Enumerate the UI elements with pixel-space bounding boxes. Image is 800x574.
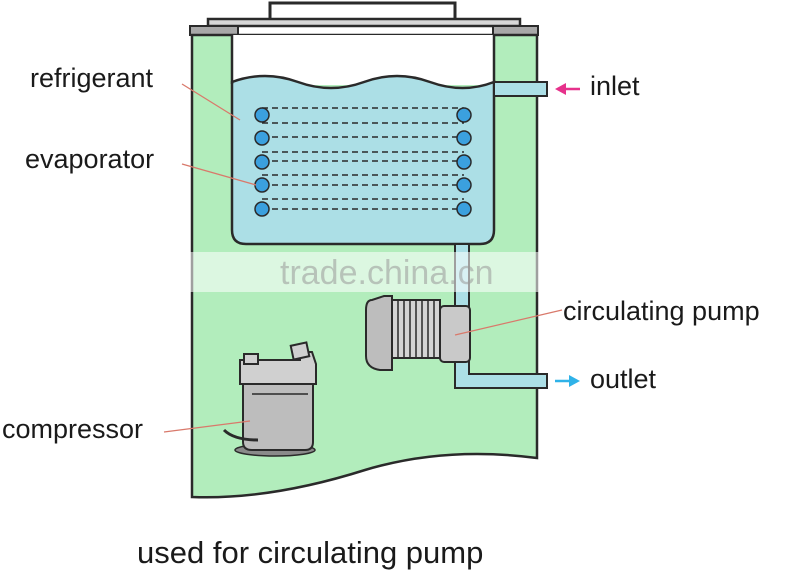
label-refrigerant: refrigerant [30, 63, 154, 93]
lid-rim-right [492, 25, 539, 36]
diagram-caption: used for circulating pump [137, 535, 483, 570]
label-outlet: outlet [590, 364, 657, 394]
watermark-band [180, 252, 540, 292]
inlet-pipe [493, 81, 548, 97]
lid-rim-left [189, 25, 239, 36]
evaporator-coil [254, 107, 472, 217]
label-inlet: inlet [590, 71, 640, 101]
watermark: trade.china.cn [280, 254, 494, 292]
circulating-pump-icon [365, 295, 471, 371]
lid-bar [206, 17, 522, 28]
label-evaporator: evaporator [25, 144, 154, 174]
compressor-icon [222, 341, 317, 457]
label-compressor: compressor [2, 414, 143, 444]
label-circulating-pump: circulating pump [563, 296, 760, 326]
inlet-arrow-icon [555, 83, 580, 95]
outlet-arrow-icon [555, 375, 580, 387]
leader-lines [163, 83, 563, 433]
refrigerant-fluid [230, 74, 496, 246]
